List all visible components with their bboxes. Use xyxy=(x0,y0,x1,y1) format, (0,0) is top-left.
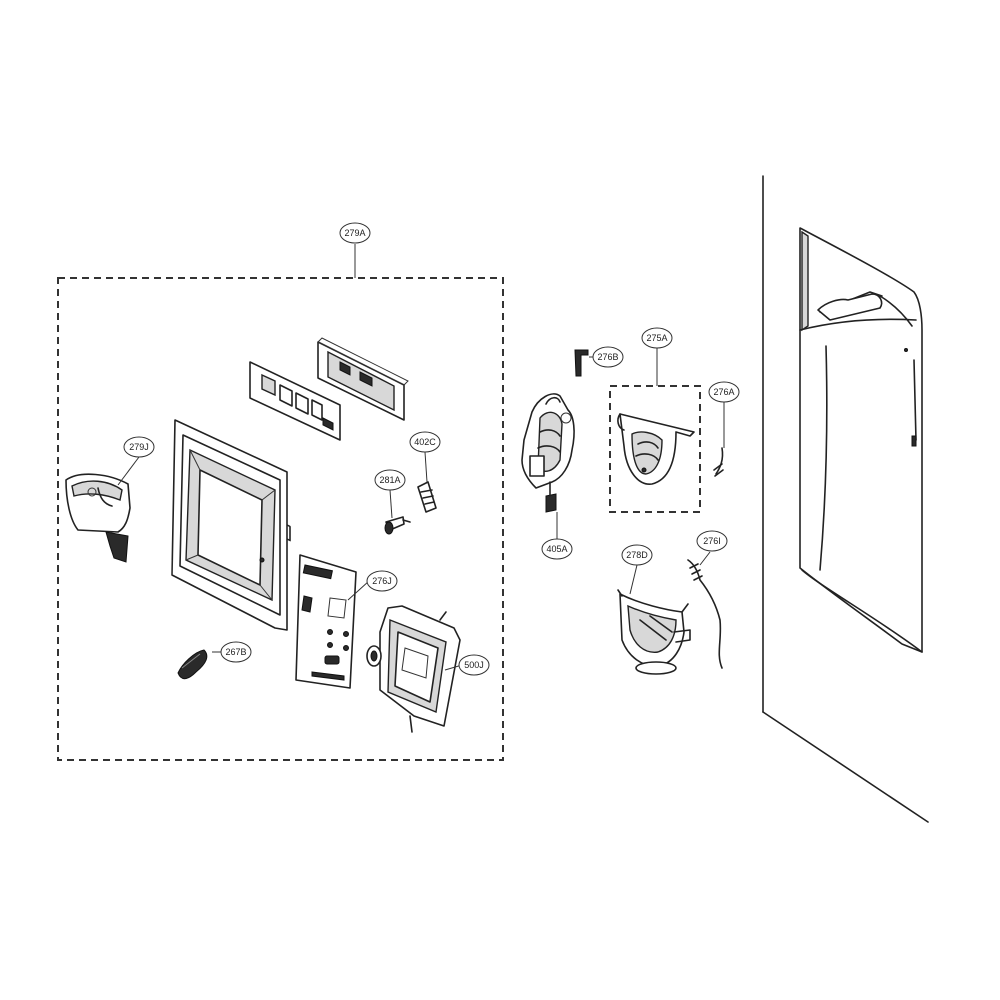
svg-text:405A: 405A xyxy=(546,544,567,554)
spring-clip-part xyxy=(417,481,437,513)
refrigerator-door-part xyxy=(762,175,929,823)
svg-text:281A: 281A xyxy=(379,475,400,485)
callout-275a: 275A xyxy=(641,327,673,349)
callout-276i: 276I xyxy=(696,530,728,552)
callout-402c: 402C xyxy=(409,431,441,453)
callout-267b: 267B xyxy=(220,641,252,663)
callout-278d: 278D xyxy=(621,544,653,566)
dispenser-frame-part xyxy=(171,419,288,631)
callout-279j: 279J xyxy=(123,436,155,458)
svg-text:276J: 276J xyxy=(372,576,392,586)
svg-text:279J: 279J xyxy=(129,442,149,452)
cup-housing-part xyxy=(617,589,691,675)
assembly-279a-boundary xyxy=(57,277,504,761)
dispenser-cover-part xyxy=(617,413,695,485)
small-bracket-part xyxy=(574,349,589,377)
pin-part xyxy=(384,516,411,535)
dispenser-panel-part xyxy=(295,554,357,689)
svg-text:279A: 279A xyxy=(344,228,365,238)
roller-part xyxy=(177,649,208,680)
wire-spring-part xyxy=(687,559,723,669)
svg-text:267B: 267B xyxy=(225,647,246,657)
funnel-chute-part xyxy=(65,473,131,563)
svg-text:276I: 276I xyxy=(703,536,721,546)
svg-text:500J: 500J xyxy=(464,660,484,670)
svg-text:275A: 275A xyxy=(646,333,667,343)
motor-actuator-part xyxy=(521,393,575,513)
callout-276j: 276J xyxy=(366,570,398,592)
callout-405a: 405A xyxy=(541,538,573,560)
control-panel-strip-part xyxy=(249,361,341,542)
svg-text:278D: 278D xyxy=(626,550,648,560)
callout-500j: 500J xyxy=(458,654,490,676)
callout-279a: 279A xyxy=(339,222,371,244)
callout-281a: 281A xyxy=(374,469,406,491)
svg-text:276A: 276A xyxy=(713,387,734,397)
mounting-bracket-part xyxy=(366,605,461,733)
small-spring-part xyxy=(713,447,724,477)
display-panel-strip-part xyxy=(317,337,409,421)
svg-text:276B: 276B xyxy=(597,352,618,362)
svg-text:402C: 402C xyxy=(414,437,436,447)
callout-276b: 276B xyxy=(592,346,624,368)
callout-276a: 276A xyxy=(708,381,740,403)
